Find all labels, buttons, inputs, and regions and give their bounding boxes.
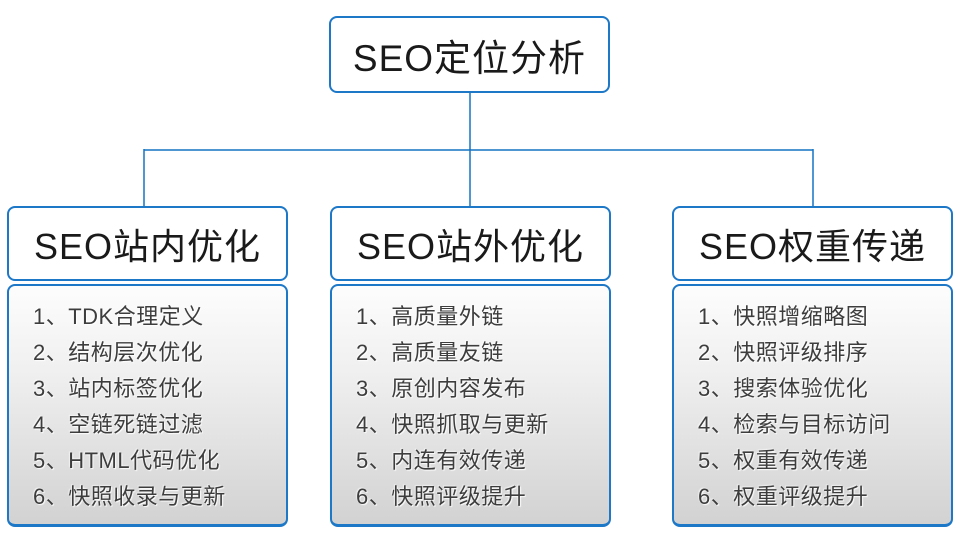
list-item: 2、结构层次优化 <box>33 340 204 365</box>
branch-list-onsite: 1、TDK合理定义 2、结构层次优化 3、站内标签优化 4、空链死链过滤 5、H… <box>7 284 288 527</box>
root-node-label: SEO定位分析 <box>352 37 587 79</box>
branch-header-offsite: SEO站外优化 <box>330 206 611 281</box>
branch-weight-transfer: SEO权重传递 1、快照增缩略图 2、快照评级排序 3、搜索体验优化 4、检索与… <box>672 206 953 527</box>
root-node-seo-positioning: SEO定位分析 <box>329 16 610 93</box>
branch-header-label: SEO站外优化 <box>356 225 585 267</box>
list-item: 5、HTML代码优化 <box>33 448 221 473</box>
branch-list-offsite: 1、高质量外链 2、高质量友链 3、原创内容发布 4、快照抓取与更新 5、内连有… <box>330 284 611 527</box>
list-item: 6、快照收录与更新 <box>33 484 226 509</box>
list-item: 1、TDK合理定义 <box>33 304 204 329</box>
list-item: 1、高质量外链 <box>356 304 504 329</box>
list-item: 2、高质量友链 <box>356 340 504 365</box>
list-item: 6、快照评级提升 <box>356 484 527 509</box>
list-item: 5、内连有效传递 <box>356 448 527 473</box>
branch-onsite-optimization: SEO站内优化 1、TDK合理定义 2、结构层次优化 3、站内标签优化 4、空链… <box>7 206 288 527</box>
branch-header-label: SEO站内优化 <box>33 225 262 267</box>
branch-offsite-optimization: SEO站外优化 1、高质量外链 2、高质量友链 3、原创内容发布 4、快照抓取与… <box>330 206 611 527</box>
list-item: 3、原创内容发布 <box>356 376 527 401</box>
list-item: 5、权重有效传递 <box>698 448 869 473</box>
list-item: 4、快照抓取与更新 <box>356 412 549 437</box>
list-item: 6、权重评级提升 <box>698 484 869 509</box>
branch-header-onsite: SEO站内优化 <box>7 206 288 281</box>
list-item: 1、快照增缩略图 <box>698 304 869 329</box>
branch-header-weight: SEO权重传递 <box>672 206 953 281</box>
list-item: 3、站内标签优化 <box>33 376 204 401</box>
list-item: 4、空链死链过滤 <box>33 412 204 437</box>
list-item: 4、检索与目标访问 <box>698 412 891 437</box>
list-item: 3、搜索体验优化 <box>698 376 869 401</box>
branch-header-label: SEO权重传递 <box>698 225 927 267</box>
branch-list-weight: 1、快照增缩略图 2、快照评级排序 3、搜索体验优化 4、检索与目标访问 5、权… <box>672 284 953 527</box>
list-item: 2、快照评级排序 <box>698 340 869 365</box>
